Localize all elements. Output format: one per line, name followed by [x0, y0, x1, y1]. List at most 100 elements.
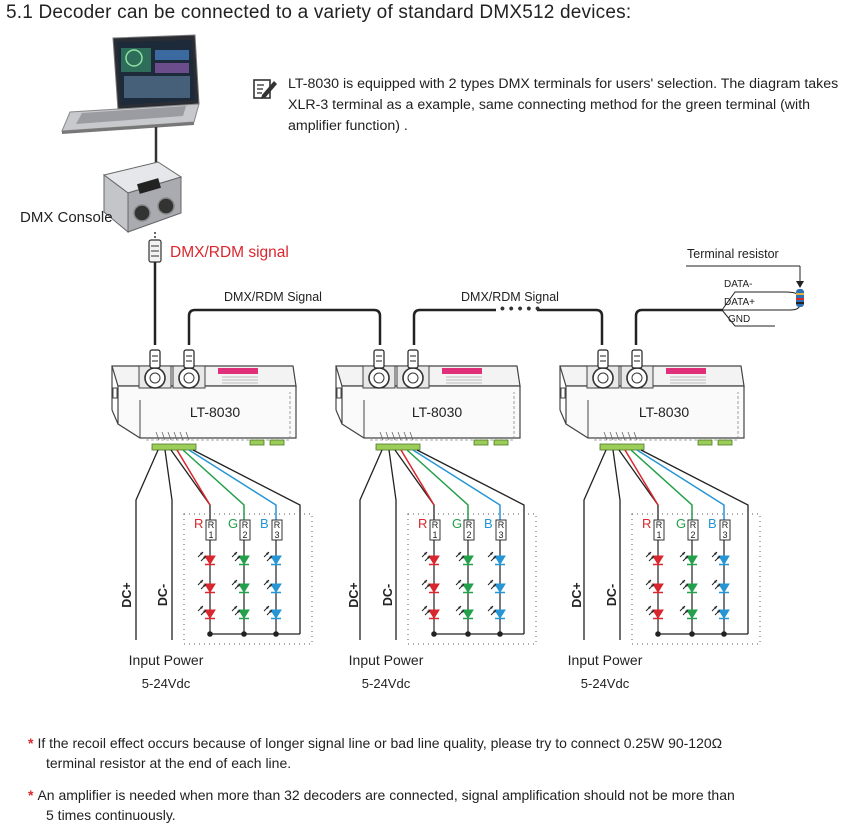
decoder-2-power-label: Input Power [348, 652, 424, 668]
bus-label-2: DMX/RDM Signal [461, 290, 559, 304]
led-icon [270, 609, 282, 620]
decoder-3-resistor-2: R2 [689, 520, 697, 540]
led-icon [686, 609, 698, 620]
decoder-3-dc-minus: DC- [605, 583, 619, 607]
footnote-2-line1: An amplifier is needed when more than 32… [37, 787, 735, 803]
decoder-1-power-label: Input Power [128, 652, 204, 668]
led-icon [652, 609, 664, 620]
led-icon [204, 555, 216, 566]
led-icon [462, 583, 474, 594]
decoder-2-power-voltage: 5-24Vdc [361, 676, 411, 691]
dmx-console-icon [102, 161, 183, 234]
footnote-1: *If the recoil effect occurs because of … [28, 733, 848, 773]
terminal-resistor [686, 265, 804, 327]
decoder-1-resistor-1: R1 [207, 520, 215, 540]
decoder-3-channel-r: R [642, 516, 652, 531]
decoder-3 [559, 349, 761, 645]
led-icon [494, 583, 506, 594]
xlr-plug-icon [407, 349, 419, 369]
led-icon [238, 555, 250, 566]
led-icon [462, 609, 474, 620]
asterisk-icon: * [28, 787, 34, 803]
xlr-plug-icon [597, 349, 609, 369]
decoder-2-channel-b: B [484, 516, 493, 531]
bus-label-1: DMX/RDM Signal [224, 290, 322, 304]
decoder-1-channel-r: R [194, 516, 204, 531]
terminal-resistor-label: Terminal resistor [687, 247, 779, 261]
decoder-2-dc-minus: DC- [381, 583, 395, 607]
led-icon [428, 583, 440, 594]
resistor-icon [653, 519, 665, 541]
decoder-2-resistor-3: R3 [497, 520, 505, 540]
led-icon [686, 555, 698, 566]
led-icon [686, 583, 698, 594]
decoder-1 [111, 349, 313, 645]
led-icon [718, 609, 730, 620]
resistor-icon [719, 519, 731, 541]
decoder-2-resistor-2: R2 [465, 520, 473, 540]
resistor-icon [239, 519, 251, 541]
decoder-1-label: LT-8030 [189, 404, 241, 420]
decoder-3-resistor-3: R3 [721, 520, 729, 540]
console-label: DMX Console [20, 209, 113, 226]
xlr-plug-icon [373, 349, 385, 369]
led-icon [270, 555, 282, 566]
led-icon [428, 555, 440, 566]
signal-label: DMX/RDM signal [170, 244, 289, 261]
decoder-3-channel-g: G [676, 516, 687, 531]
decoder-1-resistor-3: R3 [273, 520, 281, 540]
led-icon [718, 583, 730, 594]
decoder-1-dc-minus: DC- [156, 583, 170, 607]
xlr-plug-icon [183, 349, 195, 369]
footnote-2: *An amplifier is needed when more than 3… [28, 785, 848, 825]
xlr-plug-icon [148, 239, 162, 263]
led-icon [238, 583, 250, 594]
decoder-2-channel-r: R [418, 516, 428, 531]
decoder-2-resistor-1: R1 [431, 520, 439, 540]
decoder-3-dc-plus: DC+ [570, 582, 584, 608]
decoder-3-label: LT-8030 [638, 404, 690, 420]
resistor-icon [205, 519, 217, 541]
note-text: LT-8030 is equipped with 2 types DMX ter… [288, 76, 839, 134]
terminal-pin-gnd: GND [728, 314, 751, 325]
decoder-1-resistor-2: R2 [241, 520, 249, 540]
decoder-1-power-voltage: 5-24Vdc [141, 676, 191, 691]
led-icon [238, 609, 250, 620]
terminal-pin-data-plus: DATA+ [724, 297, 756, 308]
decoder-3-power-voltage: 5-24Vdc [580, 676, 630, 691]
footnote-1-line2: terminal resistor at the end of each lin… [46, 755, 292, 771]
decoder-1-channel-g: G [228, 516, 239, 531]
note-pencil-icon [253, 79, 277, 99]
led-icon [494, 555, 506, 566]
decoder-3-power-label: Input Power [567, 652, 643, 668]
resistor-icon [271, 519, 283, 541]
decoder-2-channel-g: G [452, 516, 463, 531]
resistor-icon [687, 519, 699, 541]
led-icon [204, 609, 216, 620]
decoder-2-dc-plus: DC+ [347, 582, 361, 608]
led-icon [270, 583, 282, 594]
led-icon [462, 555, 474, 566]
led-icon [718, 555, 730, 566]
laptop-icon [61, 34, 200, 134]
svg-text:• • • • •: • • • • • [500, 300, 540, 316]
decoder-2 [335, 349, 537, 645]
xlr-plug-icon [149, 349, 161, 369]
resistor-icon [495, 519, 507, 541]
led-icon [652, 555, 664, 566]
decoder-2-label: LT-8030 [411, 404, 463, 420]
xlr-plug-icon [631, 349, 643, 369]
decoder-3-channel-b: B [708, 516, 717, 531]
footnote-2-line2: 5 times continuously. [46, 807, 176, 823]
resistor-icon [463, 519, 475, 541]
terminal-pin-data-minus: DATA- [724, 279, 753, 290]
led-icon [428, 609, 440, 620]
led-icon [652, 583, 664, 594]
decoder-1-dc-plus: DC+ [120, 582, 134, 608]
resistor-icon [429, 519, 441, 541]
page-title: 5.1 Decoder can be connected to a variet… [6, 2, 632, 23]
footnote-1-line1: If the recoil effect occurs because of l… [37, 735, 723, 751]
led-icon [494, 609, 506, 620]
decoder-3-resistor-1: R1 [655, 520, 663, 540]
